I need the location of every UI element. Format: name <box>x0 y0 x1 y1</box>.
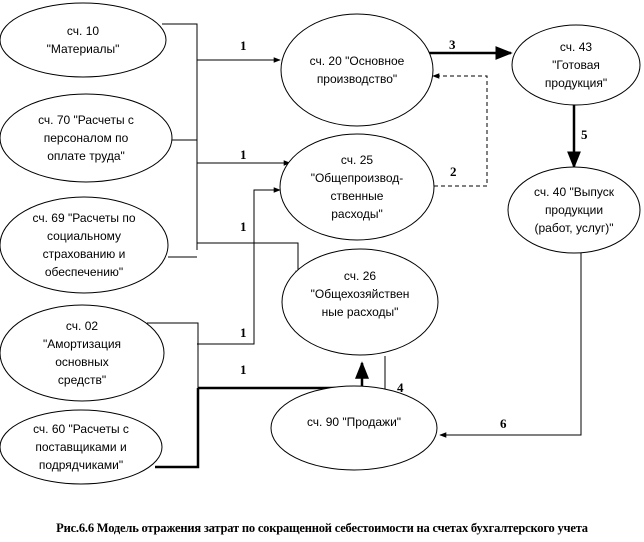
node-label-line: "Общепроизвод- <box>311 171 404 185</box>
node-ellipse <box>0 304 165 402</box>
node-acc60: сч. 60 "Расчеты с поставщиками и подрядчик… <box>0 409 163 485</box>
node-label-line: средств" <box>58 373 106 387</box>
edge-label: 1 <box>240 362 247 377</box>
node-label-line: подрядчиками" <box>39 458 123 472</box>
edge-label: 6 <box>500 416 507 431</box>
node-label-line: сч. 60 "Расчеты с <box>33 422 129 436</box>
node-ellipse <box>507 166 641 254</box>
node-ellipse <box>0 196 169 294</box>
node-label-line: "Общехозяйствен <box>311 287 410 301</box>
edge-e1c <box>197 242 301 278</box>
node-acc25: сч. 25 "Общепроизвод-ственные расходы" <box>279 133 435 241</box>
node-ellipse <box>0 2 167 78</box>
node-label-line: сч. 20 "Основное <box>310 54 405 68</box>
node-ellipse <box>281 248 439 356</box>
node-label-line: продукции <box>545 203 603 217</box>
node-ellipse <box>279 133 435 241</box>
node-label-line: сч. 10 <box>67 24 99 38</box>
node-acc69: сч. 69 "Расчеты по социальному страхованию… <box>0 196 169 294</box>
node-label-line: сч. 02 <box>66 319 98 333</box>
node-acc70: сч. 70 "Расчеты с персоналом по оплате тру… <box>0 93 173 183</box>
connector-line <box>155 388 200 469</box>
node-acc02: сч. 02 "Амортизация основных средств" <box>0 304 165 402</box>
node-label-line: производство" <box>317 72 397 86</box>
node-ellipse <box>270 385 438 471</box>
node-acc40: сч. 40 "Выпуск продукции (работ, услуг)" <box>507 166 641 254</box>
node-acc26: сч. 26 "Общехозяйствен ные расходы" <box>281 248 439 356</box>
node-acc43: сч. 43 "Готовая продукция" <box>511 24 641 106</box>
node-label-line: сч. 90 "Продажи" <box>307 415 401 429</box>
node-label-line: социальному <box>47 229 121 243</box>
edge-label: 3 <box>449 37 456 52</box>
connector-line <box>162 23 198 250</box>
node-ellipse <box>0 409 163 485</box>
node-label-line: обеспечению" <box>45 265 123 279</box>
node-ellipse <box>511 24 641 106</box>
edge-label: 1 <box>240 38 247 53</box>
node-label-line: сч. 70 "Расчеты с <box>38 113 134 127</box>
node-label-line: поставщиками и <box>35 440 126 454</box>
node-label-line: сч. 26 <box>344 269 376 283</box>
node-label-line: "Амортизация <box>43 337 121 351</box>
node-label-line: продукция" <box>545 76 607 90</box>
node-label-line: (работ, услуг)" <box>535 221 614 235</box>
node-acc20: сч. 20 "Основное производство" <box>280 13 434 127</box>
edge-label: 5 <box>581 127 588 142</box>
node-label-line: сч. 43 <box>560 40 592 54</box>
edge-label: 4 <box>397 380 404 395</box>
edge-label: 1 <box>240 219 247 234</box>
figure-caption: Рис.6.6 Модель отражения затрат по сокра… <box>56 521 588 535</box>
node-label-line: персоналом по <box>44 131 129 145</box>
edge-label: 2 <box>450 164 457 179</box>
node-label-line: ные расходы" <box>322 305 399 319</box>
edge-e1e <box>198 361 369 390</box>
node-label-line: сч. 40 "Выпуск <box>534 185 615 199</box>
node-label-line: "Материалы" <box>47 42 120 56</box>
node-acc90: сч. 90 "Продажи" <box>270 385 438 471</box>
node-ellipse <box>0 93 173 183</box>
edge-e6 <box>439 253 582 438</box>
node-label-line: основных <box>55 355 109 369</box>
node-label-line: оплате труда" <box>47 149 125 163</box>
edge-label: 1 <box>240 147 247 162</box>
node-label-line: сч. 25 <box>341 153 373 167</box>
node-label-line: страхованию и <box>43 247 126 261</box>
edge-e2 <box>432 73 488 187</box>
node-label-line: ственные <box>331 189 384 203</box>
node-label-line: сч. 69 "Расчеты по <box>32 211 135 225</box>
node-label-line: расходы" <box>331 207 383 221</box>
edge-label: 1 <box>240 325 247 340</box>
node-label-line: "Готовая <box>552 58 600 72</box>
node-ellipse <box>280 13 434 127</box>
node-acc10: сч. 10 "Материалы" <box>0 2 167 78</box>
connector-line <box>147 322 199 388</box>
edge-e1d <box>197 187 281 345</box>
